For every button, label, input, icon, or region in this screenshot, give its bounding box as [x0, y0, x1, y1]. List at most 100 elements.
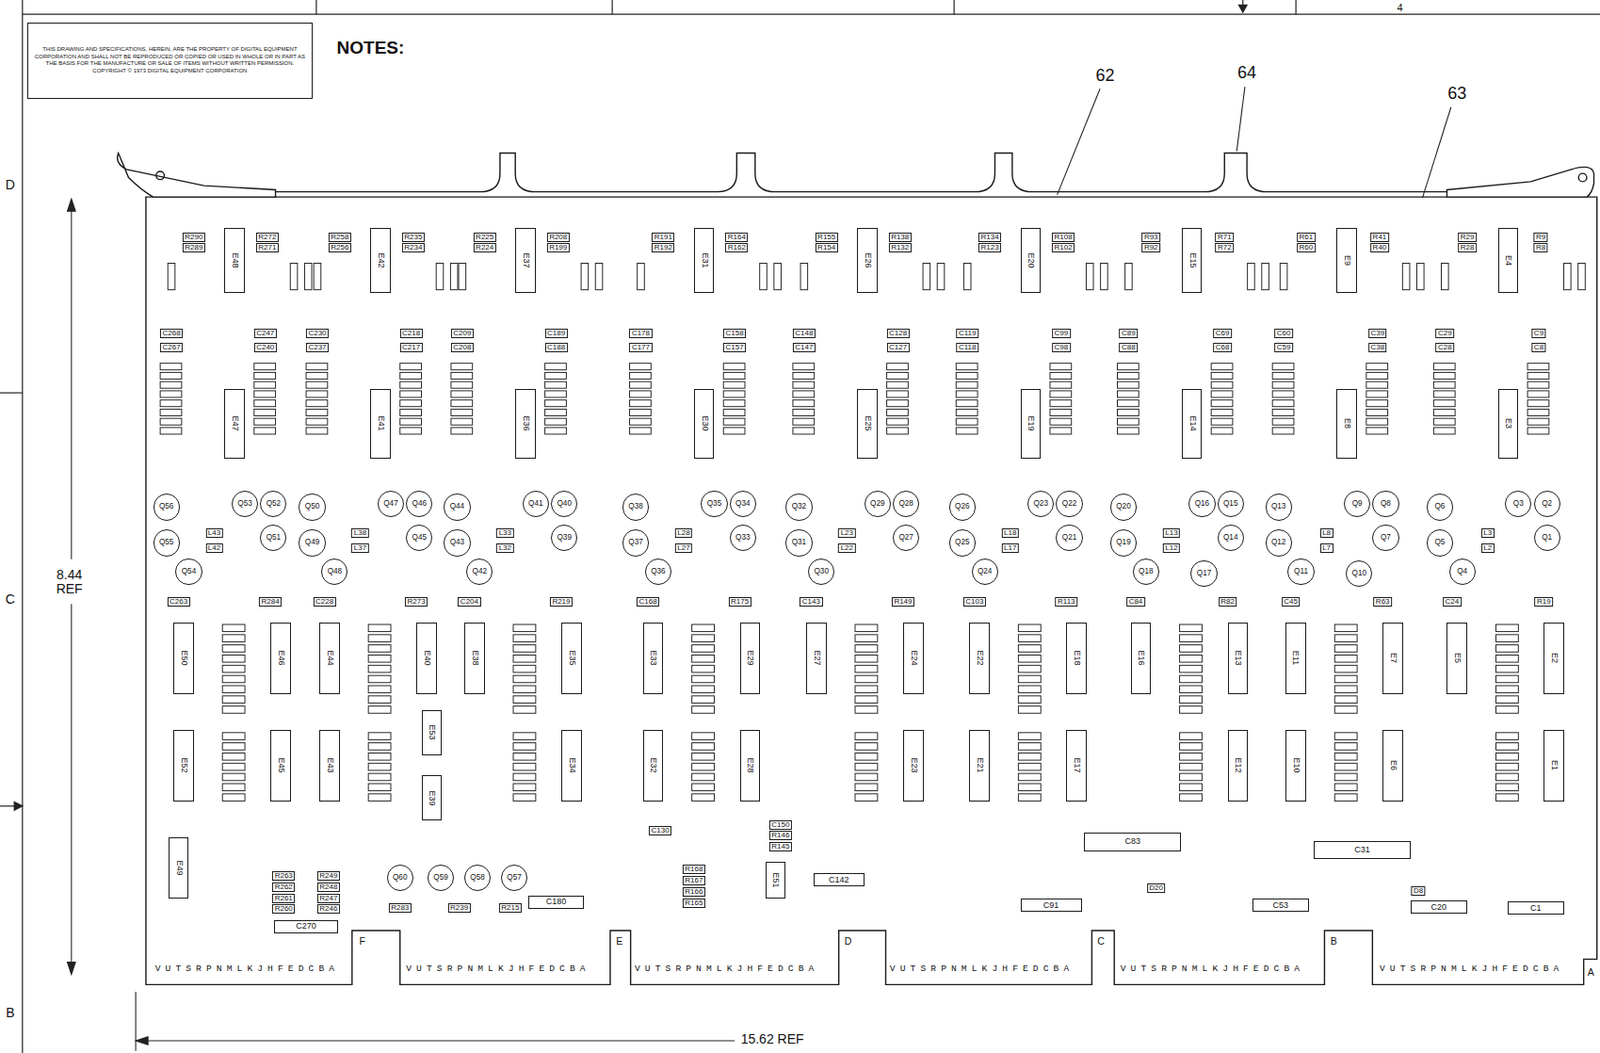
reference-designator: Q59	[433, 873, 448, 882]
reference-designator: Q10	[1352, 569, 1367, 578]
resistor-body	[1495, 624, 1519, 632]
part-ref: R164	[725, 232, 748, 243]
reference-designator: Q26	[954, 502, 970, 511]
resistor-body	[1018, 645, 1041, 653]
ic-package: E36	[515, 388, 536, 459]
part-ref: R235	[402, 232, 425, 243]
resistor-body	[1018, 664, 1041, 673]
resistor-body	[400, 400, 422, 407]
resistor-body	[1366, 400, 1389, 407]
resistor-body	[368, 732, 391, 741]
resistor-body	[400, 363, 422, 371]
transistor-can: Q54	[175, 558, 202, 585]
reference-designator: Q44	[450, 502, 465, 511]
resistor-body	[1179, 753, 1203, 761]
reference-designator: E30	[699, 416, 709, 432]
resistor-body	[1179, 783, 1203, 792]
resistor-body	[723, 408, 745, 416]
leader-line	[1422, 107, 1451, 198]
resistor-body	[1334, 783, 1358, 792]
reference-designator: E31	[699, 252, 709, 268]
resistor-body	[222, 634, 245, 643]
part-ref: R271	[256, 242, 279, 253]
resistor-body	[1334, 655, 1358, 663]
reference-designator: E34	[566, 758, 576, 774]
reference-designator: E41	[376, 416, 386, 432]
resistor-body	[630, 363, 652, 371]
resistor-body	[855, 743, 878, 751]
resistor-body	[1495, 695, 1519, 704]
part-ref: C158	[723, 328, 746, 339]
resistor-body	[1334, 743, 1358, 751]
notes-heading: NOTES:	[337, 37, 405, 58]
resistor-body	[160, 381, 182, 388]
resistor-body	[855, 675, 878, 683]
resistor-body	[160, 427, 182, 435]
resistor-body	[1366, 390, 1389, 398]
axial-part	[937, 263, 945, 291]
part-ref: D8	[1411, 886, 1426, 896]
resistor-body	[1495, 675, 1519, 683]
resistor-body	[368, 634, 391, 643]
pin-names: VUTSRPNMLKJHFEDCBA	[405, 965, 590, 975]
ic-package: E31	[694, 227, 715, 293]
resistor-body	[451, 427, 473, 435]
resistor-body	[1018, 634, 1041, 643]
frame-border	[21, 0, 23, 1053]
resistor-body	[1527, 418, 1550, 425]
dimension-arrow	[135, 1036, 148, 1046]
part-ref: C38	[1368, 342, 1388, 353]
resistor-body	[1018, 762, 1041, 771]
resistor-body	[723, 363, 745, 371]
resistor-body	[513, 624, 536, 632]
resistor-body	[222, 645, 245, 653]
reference-designator: Q58	[469, 873, 485, 882]
resistor-body	[1366, 408, 1389, 416]
part-ref: L23	[838, 528, 856, 538]
reference-designator: E51	[771, 872, 780, 888]
resistor-body	[1018, 695, 1041, 704]
pin-names: VUTSRPNMLKJHFEDCBA	[634, 965, 819, 975]
dimension-label: 15.62 REF	[741, 1032, 805, 1047]
part-ref: R263	[272, 871, 295, 881]
callout-number: 62	[1095, 66, 1115, 86]
resistor-body	[545, 363, 567, 371]
resistor-body	[1272, 371, 1294, 379]
reference-designator: E35	[566, 650, 576, 666]
resistor-body	[222, 783, 245, 792]
reference-designator: Q32	[791, 502, 807, 511]
reference-designator: Q51	[266, 533, 281, 542]
part-ref: C148	[792, 328, 816, 339]
reference-designator: E15	[1187, 252, 1196, 268]
axial-part	[774, 263, 782, 291]
resistor-body	[513, 773, 536, 781]
reference-designator: Q48	[327, 567, 342, 576]
zone-divider	[1295, 0, 1297, 15]
transistor-can: Q18	[1132, 558, 1160, 585]
transistor-can: Q37	[622, 529, 649, 556]
reference-designator: E1	[1550, 759, 1559, 771]
frame-border	[22, 14, 1600, 16]
transistor-can: Q15	[1217, 490, 1245, 518]
reference-designator: Q27	[898, 533, 913, 542]
resistor-body	[1211, 408, 1233, 416]
part-ref: R192	[651, 242, 675, 253]
resistor-body	[1495, 685, 1519, 694]
resistor-body	[222, 732, 245, 741]
part-ref: R155	[815, 232, 839, 243]
resistor-body	[630, 400, 652, 407]
part-ref: R40	[1370, 242, 1390, 253]
resistor-body	[254, 381, 276, 388]
resistor-body	[692, 743, 715, 751]
reference-designator: Q43	[450, 538, 465, 547]
reference-designator: Q37	[628, 538, 643, 547]
reference-designator: Q55	[159, 538, 174, 547]
part-ref: C45	[1281, 597, 1301, 607]
transistor-can: Q25	[949, 529, 976, 556]
part-ref: C268	[160, 328, 183, 339]
reference-designator: C91	[1043, 901, 1060, 910]
zone-divider	[0, 391, 23, 393]
resistor-body	[306, 408, 328, 416]
part-ref: R123	[978, 242, 1002, 253]
part-ref: L28	[675, 528, 693, 538]
